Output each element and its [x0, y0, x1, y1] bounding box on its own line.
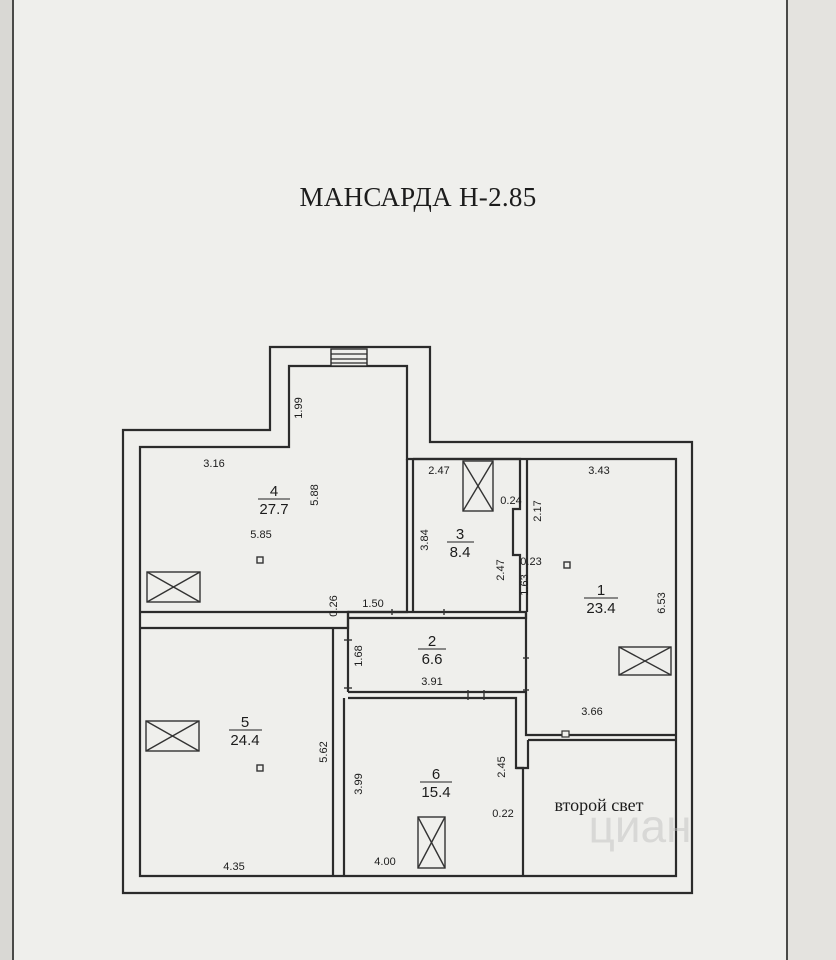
window-icon — [330, 348, 368, 367]
plan-title: МАНСАРДА Н-2.85 — [299, 182, 537, 212]
wall-second-light — [516, 738, 676, 770]
wall-hall-top — [346, 610, 528, 628]
wall-room4-bottom — [140, 610, 350, 630]
dimension-label: 6.53 — [656, 592, 668, 613]
room2-number: 2 — [428, 633, 436, 650]
dimension-label: 5.62 — [318, 741, 330, 762]
dimension-label: 2.45 — [496, 756, 508, 777]
dimension-label: 0.24 — [500, 495, 521, 507]
skylight-icon — [462, 460, 494, 512]
dimension-label: 1.63 — [519, 574, 531, 595]
room5-area: 24.4 — [230, 732, 259, 749]
room6-number: 6 — [432, 766, 440, 783]
dimension-label: 5.88 — [309, 484, 321, 505]
dimension-label: 4.35 — [223, 861, 244, 873]
dimension-label: 0.23 — [520, 556, 541, 568]
dimension-label: 3.84 — [419, 529, 431, 550]
double-height-label: второй свет — [554, 795, 643, 815]
wall-room4-right-low — [348, 459, 409, 614]
paper-sheet — [12, 0, 788, 960]
dimension-label: 5.85 — [250, 529, 271, 541]
door-marks — [344, 609, 570, 738]
dimension-label: 3.99 — [353, 773, 365, 794]
dimension-label: 2.47 — [428, 465, 449, 477]
room3-number: 3 — [456, 526, 464, 543]
dimension-label: 3.16 — [203, 458, 224, 470]
dimension-label: 2.17 — [532, 500, 544, 521]
room6-area: 15.4 — [421, 784, 450, 801]
dimension-label: 3.91 — [421, 676, 442, 688]
dimension-label: 1.50 — [362, 598, 383, 610]
watermark-logo: циан — [588, 800, 691, 852]
dimension-label: 2.47 — [495, 559, 507, 580]
skylight-icon — [417, 816, 446, 869]
dimension-label: 1.99 — [293, 397, 305, 418]
skylight-icon — [618, 646, 672, 676]
room4-number: 4 — [270, 483, 278, 500]
skylight-icon — [145, 720, 200, 752]
dimension-label: 3.66 — [581, 706, 602, 718]
wall-room3 — [411, 457, 529, 612]
room5-number: 5 — [241, 714, 249, 731]
dimension-label: 4.00 — [374, 856, 395, 868]
outer-wall-inner — [138, 364, 678, 878]
dimension-label: 3.43 — [588, 465, 609, 477]
room2-area: 6.6 — [422, 651, 443, 668]
wall-room1-left — [524, 612, 676, 737]
dimension-label: 0.26 — [328, 595, 340, 616]
room3-area: 8.4 — [450, 544, 471, 561]
outer-wall-outer — [121, 345, 694, 895]
dimension-label: 0.22 — [492, 808, 513, 820]
skylight-icon — [146, 571, 201, 603]
room1-number: 1 — [597, 582, 605, 599]
wall-room5-right — [331, 628, 350, 876]
dimension-label: 1.68 — [353, 645, 365, 666]
room4-area: 27.7 — [259, 501, 288, 518]
marker-icons — [256, 556, 571, 772]
room1-area: 23.4 — [586, 600, 615, 617]
background-edge — [788, 0, 836, 960]
